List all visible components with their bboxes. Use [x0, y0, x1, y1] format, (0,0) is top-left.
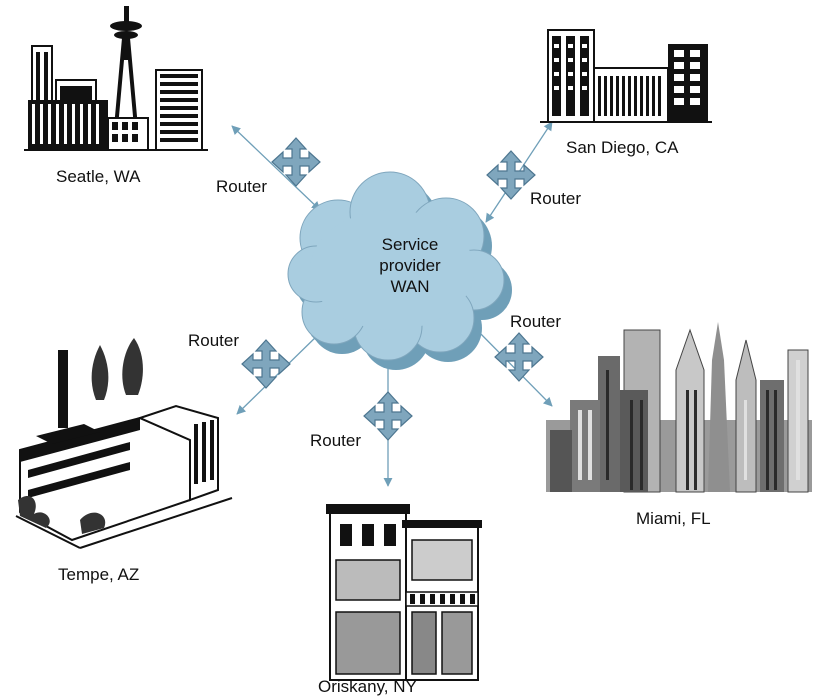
tempe-factory-icon — [15, 338, 233, 549]
site-label-seattle: Seatle, WA — [56, 167, 141, 186]
router-icon-seattle — [271, 137, 321, 187]
router-label-san-diego: Router — [530, 189, 582, 208]
router-label-seattle: Router — [216, 177, 268, 196]
cloud-label: Service provider WAN — [340, 234, 480, 297]
router-icon-oriskany — [363, 391, 413, 441]
site-label-tempe: Tempe, AZ — [58, 565, 140, 584]
cloud-label-line-2: provider — [379, 256, 441, 275]
site-label-oriskany: Oriskany, NY — [318, 677, 417, 696]
router-icon-miami — [494, 332, 544, 382]
router-label-oriskany: Router — [310, 431, 362, 450]
san-diego-building-icon — [540, 29, 712, 123]
router-label-tempe: Router — [188, 331, 240, 350]
link-seattle — [231, 125, 321, 211]
router-label-miami: Router — [510, 312, 562, 331]
link-miami — [471, 324, 553, 407]
miami-skyline-icon — [546, 322, 812, 493]
router-icon-tempe — [241, 339, 291, 389]
site-label-san-diego: San Diego, CA — [566, 138, 679, 157]
site-label-miami: Miami, FL — [636, 509, 711, 528]
router-icon-san-diego — [486, 150, 536, 200]
wan-cloud — [287, 171, 512, 370]
seattle-building-icon — [24, 6, 208, 151]
cloud-label-line-1: Service — [381, 235, 439, 254]
cloud-label-line-3: WAN — [390, 277, 430, 296]
oriskany-storefront-icon — [326, 504, 482, 681]
